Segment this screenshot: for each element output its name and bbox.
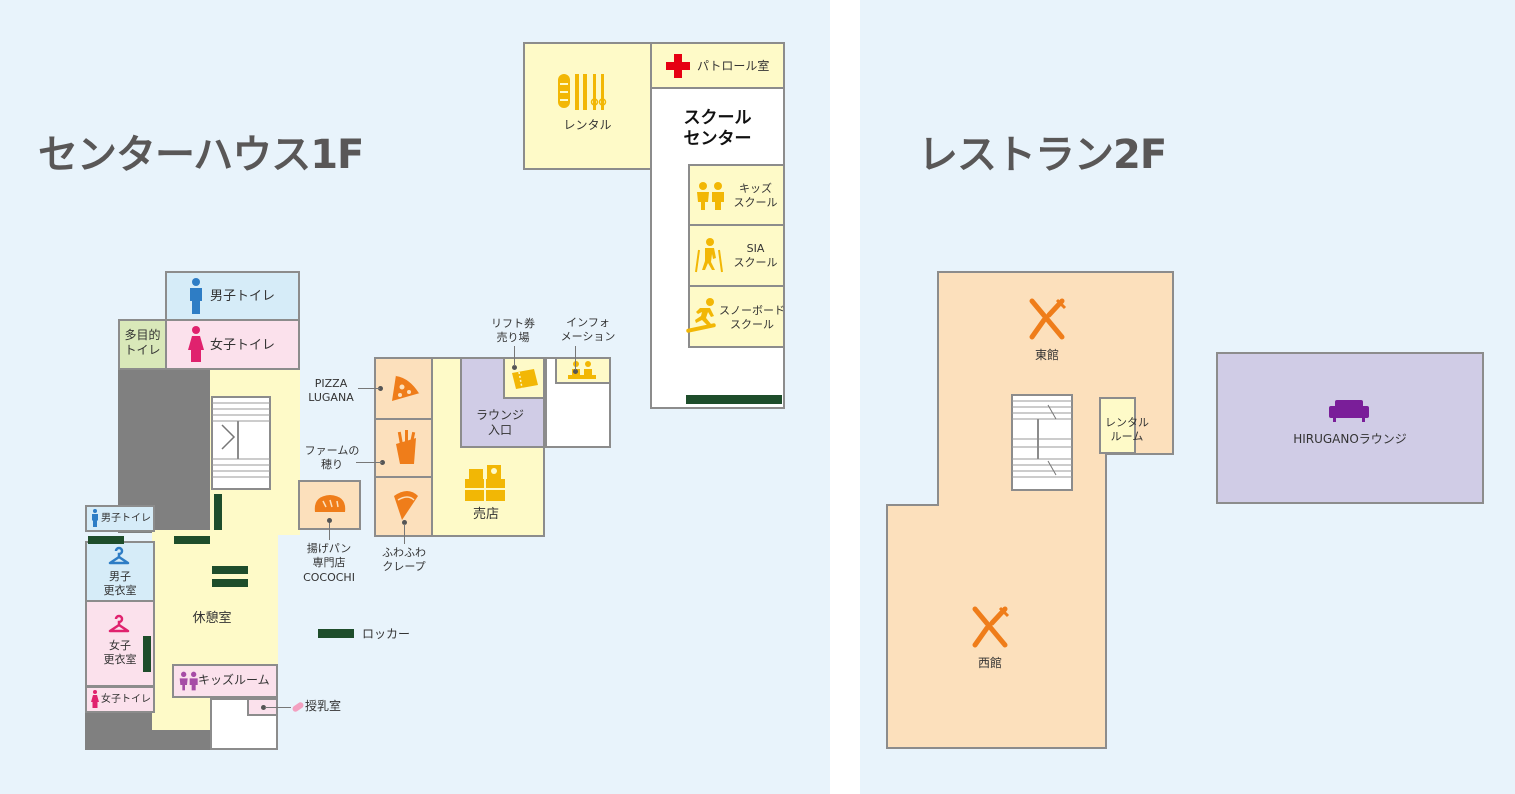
locker	[174, 536, 210, 544]
fork-knife-icon	[972, 606, 1010, 648]
room-rental-room[interactable]	[1099, 397, 1136, 454]
callout-label-bread: 揚げパン 専門店 COCOCHI	[303, 542, 355, 584]
room-label-mens-toilet-small: 男子トイレ	[101, 513, 151, 524]
callout-dot-pizza	[378, 386, 383, 391]
room-multi-toilet[interactable]	[118, 319, 167, 370]
room-information[interactable]	[555, 357, 611, 384]
room-label-kids-room: キッズルーム	[198, 673, 270, 687]
callout-line-information	[575, 346, 576, 370]
room-label-rental-room: レンタル ルーム	[1105, 416, 1149, 444]
room-label-womens-toilet: 女子トイレ	[210, 338, 276, 353]
callout-line-lift-ticket	[514, 346, 515, 366]
room-hirugano-lounge[interactable]	[1216, 352, 1484, 504]
room-label-rest-room: 休憩室	[192, 611, 232, 626]
room-label-multi-toilet: 多目的 トイレ	[124, 328, 161, 357]
ticket-icon	[512, 369, 538, 389]
man-icon	[92, 509, 98, 527]
room-label-lounge-entrance: ラウンジ 入口	[475, 408, 524, 437]
room-label-mens-changing: 男子 更衣室	[103, 570, 137, 598]
first-aid-cross-icon	[666, 54, 690, 78]
kids-icon	[697, 182, 724, 210]
room-label-rental: レンタル	[563, 118, 612, 132]
skier-icon	[695, 238, 723, 273]
ski-rental-icon	[558, 74, 607, 110]
man-icon	[190, 278, 202, 314]
pizza-icon	[392, 374, 421, 401]
shop-icon	[465, 465, 505, 501]
room-mens-toilet[interactable]	[165, 271, 300, 321]
locker	[214, 494, 222, 530]
snowboarder-icon	[686, 298, 716, 333]
callout-line-pizza	[358, 388, 380, 389]
restaurant-floor-outline	[886, 271, 1174, 749]
room-label-snowboard-school: スノーボード スクール	[719, 304, 785, 332]
locker	[212, 579, 248, 587]
callout-line-farm	[356, 462, 382, 463]
woman-icon	[188, 326, 204, 362]
fries-icon	[396, 430, 416, 464]
kids-icon	[179, 671, 198, 691]
callout-label-lift-ticket: リフト券 売り場	[491, 317, 535, 345]
callout-label-information: インフォ メーション	[560, 316, 616, 344]
room-label-school-center: スクール センター	[683, 108, 752, 150]
fork-knife-icon	[1029, 298, 1067, 340]
room-label-east-hall: 東館	[1034, 348, 1059, 362]
bread-icon	[314, 495, 346, 512]
locker-school-center	[686, 395, 782, 404]
legend-locker-swatch	[318, 629, 354, 638]
sofa-icon	[1329, 400, 1369, 422]
room-kids-room[interactable]	[172, 664, 278, 698]
legend-locker-label: ロッカー	[362, 627, 411, 641]
floor-title-restaurant: レストラン2F	[918, 132, 1167, 178]
callout-dot-bread	[327, 518, 332, 523]
room-label-sia-school: SIA スクール	[733, 242, 778, 270]
room-label-patrol: パトロール室	[697, 59, 770, 73]
locker	[212, 566, 248, 574]
hanger-icon	[108, 614, 130, 633]
hanger-icon	[108, 546, 130, 565]
lower-white-area	[210, 698, 278, 750]
room-label-mens-toilet: 男子トイレ	[210, 289, 276, 304]
room-label-hirugano-lounge: HIRUGANOラウンジ	[1293, 432, 1407, 446]
room-womens-toilet[interactable]	[165, 319, 300, 370]
callout-label-pizza: PIZZA LUGANA	[308, 377, 354, 405]
callout-line-bread	[329, 520, 330, 540]
callout-label-crepe: ふわふわ クレープ	[382, 546, 426, 574]
crepe-icon	[394, 491, 418, 520]
floor-title-center-house: センターハウス1F	[38, 132, 364, 178]
callout-dot-lift-ticket	[512, 365, 517, 370]
baby-bottle-icon	[292, 702, 304, 712]
callout-dot-nursing	[261, 705, 266, 710]
callout-dot-crepe	[402, 520, 407, 525]
locker	[143, 636, 151, 672]
callout-line-nursing	[265, 707, 291, 708]
room-rental[interactable]	[523, 42, 652, 170]
callout-line-crepe	[404, 524, 405, 544]
room-label-shop: 売店	[472, 507, 499, 522]
callout-dot-information	[573, 369, 578, 374]
staircase	[211, 396, 271, 490]
room-label-womens-toilet-small: 女子トイレ	[101, 694, 151, 705]
room-label-womens-changing: 女子 更衣室	[103, 639, 137, 667]
room-label-west-hall: 西館	[977, 656, 1002, 670]
woman-icon	[91, 690, 99, 708]
callout-dot-farm	[380, 460, 385, 465]
callout-label-farm: ファームの 穂り	[304, 444, 360, 472]
locker	[88, 536, 124, 544]
room-label-kids-school: キッズ スクール	[733, 182, 778, 210]
room-label-nursing: 授乳室	[305, 699, 342, 713]
staircase	[1011, 394, 1073, 491]
